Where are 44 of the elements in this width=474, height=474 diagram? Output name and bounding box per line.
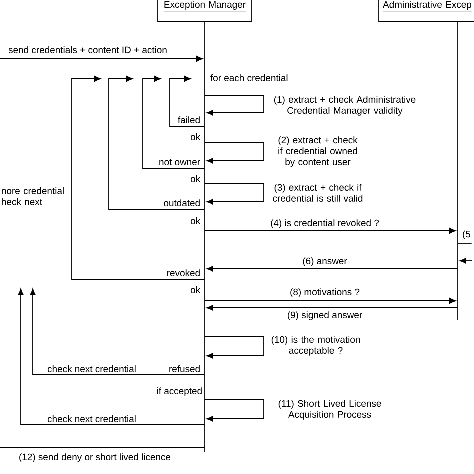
arrow xyxy=(204,142,264,164)
note-text: refused xyxy=(170,366,200,372)
arrow xyxy=(204,400,264,422)
arrow xyxy=(204,228,456,234)
edge-label: (11) Short Lived License Acquisition Process xyxy=(278,400,382,420)
arrow xyxy=(206,305,458,311)
note-text: if accepted xyxy=(157,388,202,396)
edge-label: send credentials + content ID + action xyxy=(8,46,167,54)
edge-label: check next credential xyxy=(48,366,136,372)
note-text: ok xyxy=(190,218,201,224)
arrow xyxy=(204,298,456,304)
note-text: ok xyxy=(190,134,201,140)
edge-label: (3) extract + check if credential is still valid xyxy=(273,184,363,202)
edge-label: outdated xyxy=(164,200,200,207)
note-text: ok xyxy=(190,176,201,182)
message-label: (5 xyxy=(463,230,470,240)
edge-label: failed xyxy=(178,116,200,124)
arrow xyxy=(30,288,206,376)
arrow xyxy=(0,56,204,62)
edge-label: revoked xyxy=(168,270,200,277)
object-box: Administrative Excep xyxy=(378,0,474,22)
arrow xyxy=(204,184,264,205)
edge-label: (9) signed answer xyxy=(288,312,362,320)
object-box: Exception Manager xyxy=(158,0,252,22)
edge-label: (12) send deny or short lived licence xyxy=(20,454,171,462)
edge-label: (10) is the motivation acceptable ? xyxy=(272,336,360,356)
edge-label: not owner xyxy=(160,159,200,166)
edge-label: check next credential xyxy=(48,416,136,422)
arrow xyxy=(204,336,264,359)
arrow xyxy=(142,76,206,170)
arrow xyxy=(170,76,206,128)
edge-label: (8) motivations ? xyxy=(290,288,360,298)
note-text: ok xyxy=(190,286,201,294)
note-text: nore credential heck next xyxy=(2,187,64,206)
arrow xyxy=(72,76,206,280)
edge-label: (6) answer xyxy=(303,258,348,266)
arrow xyxy=(460,258,473,264)
arrow xyxy=(108,76,206,210)
edge-label: (2) extract + check if credential owned by content user xyxy=(278,136,358,168)
arrow xyxy=(18,288,206,426)
arrow xyxy=(206,266,458,272)
edge-label: (1) extract + check Administrative Credential Manager validity xyxy=(274,96,416,116)
edge-label: (4) is credential revoked ? xyxy=(271,220,380,228)
arrow xyxy=(204,96,264,116)
